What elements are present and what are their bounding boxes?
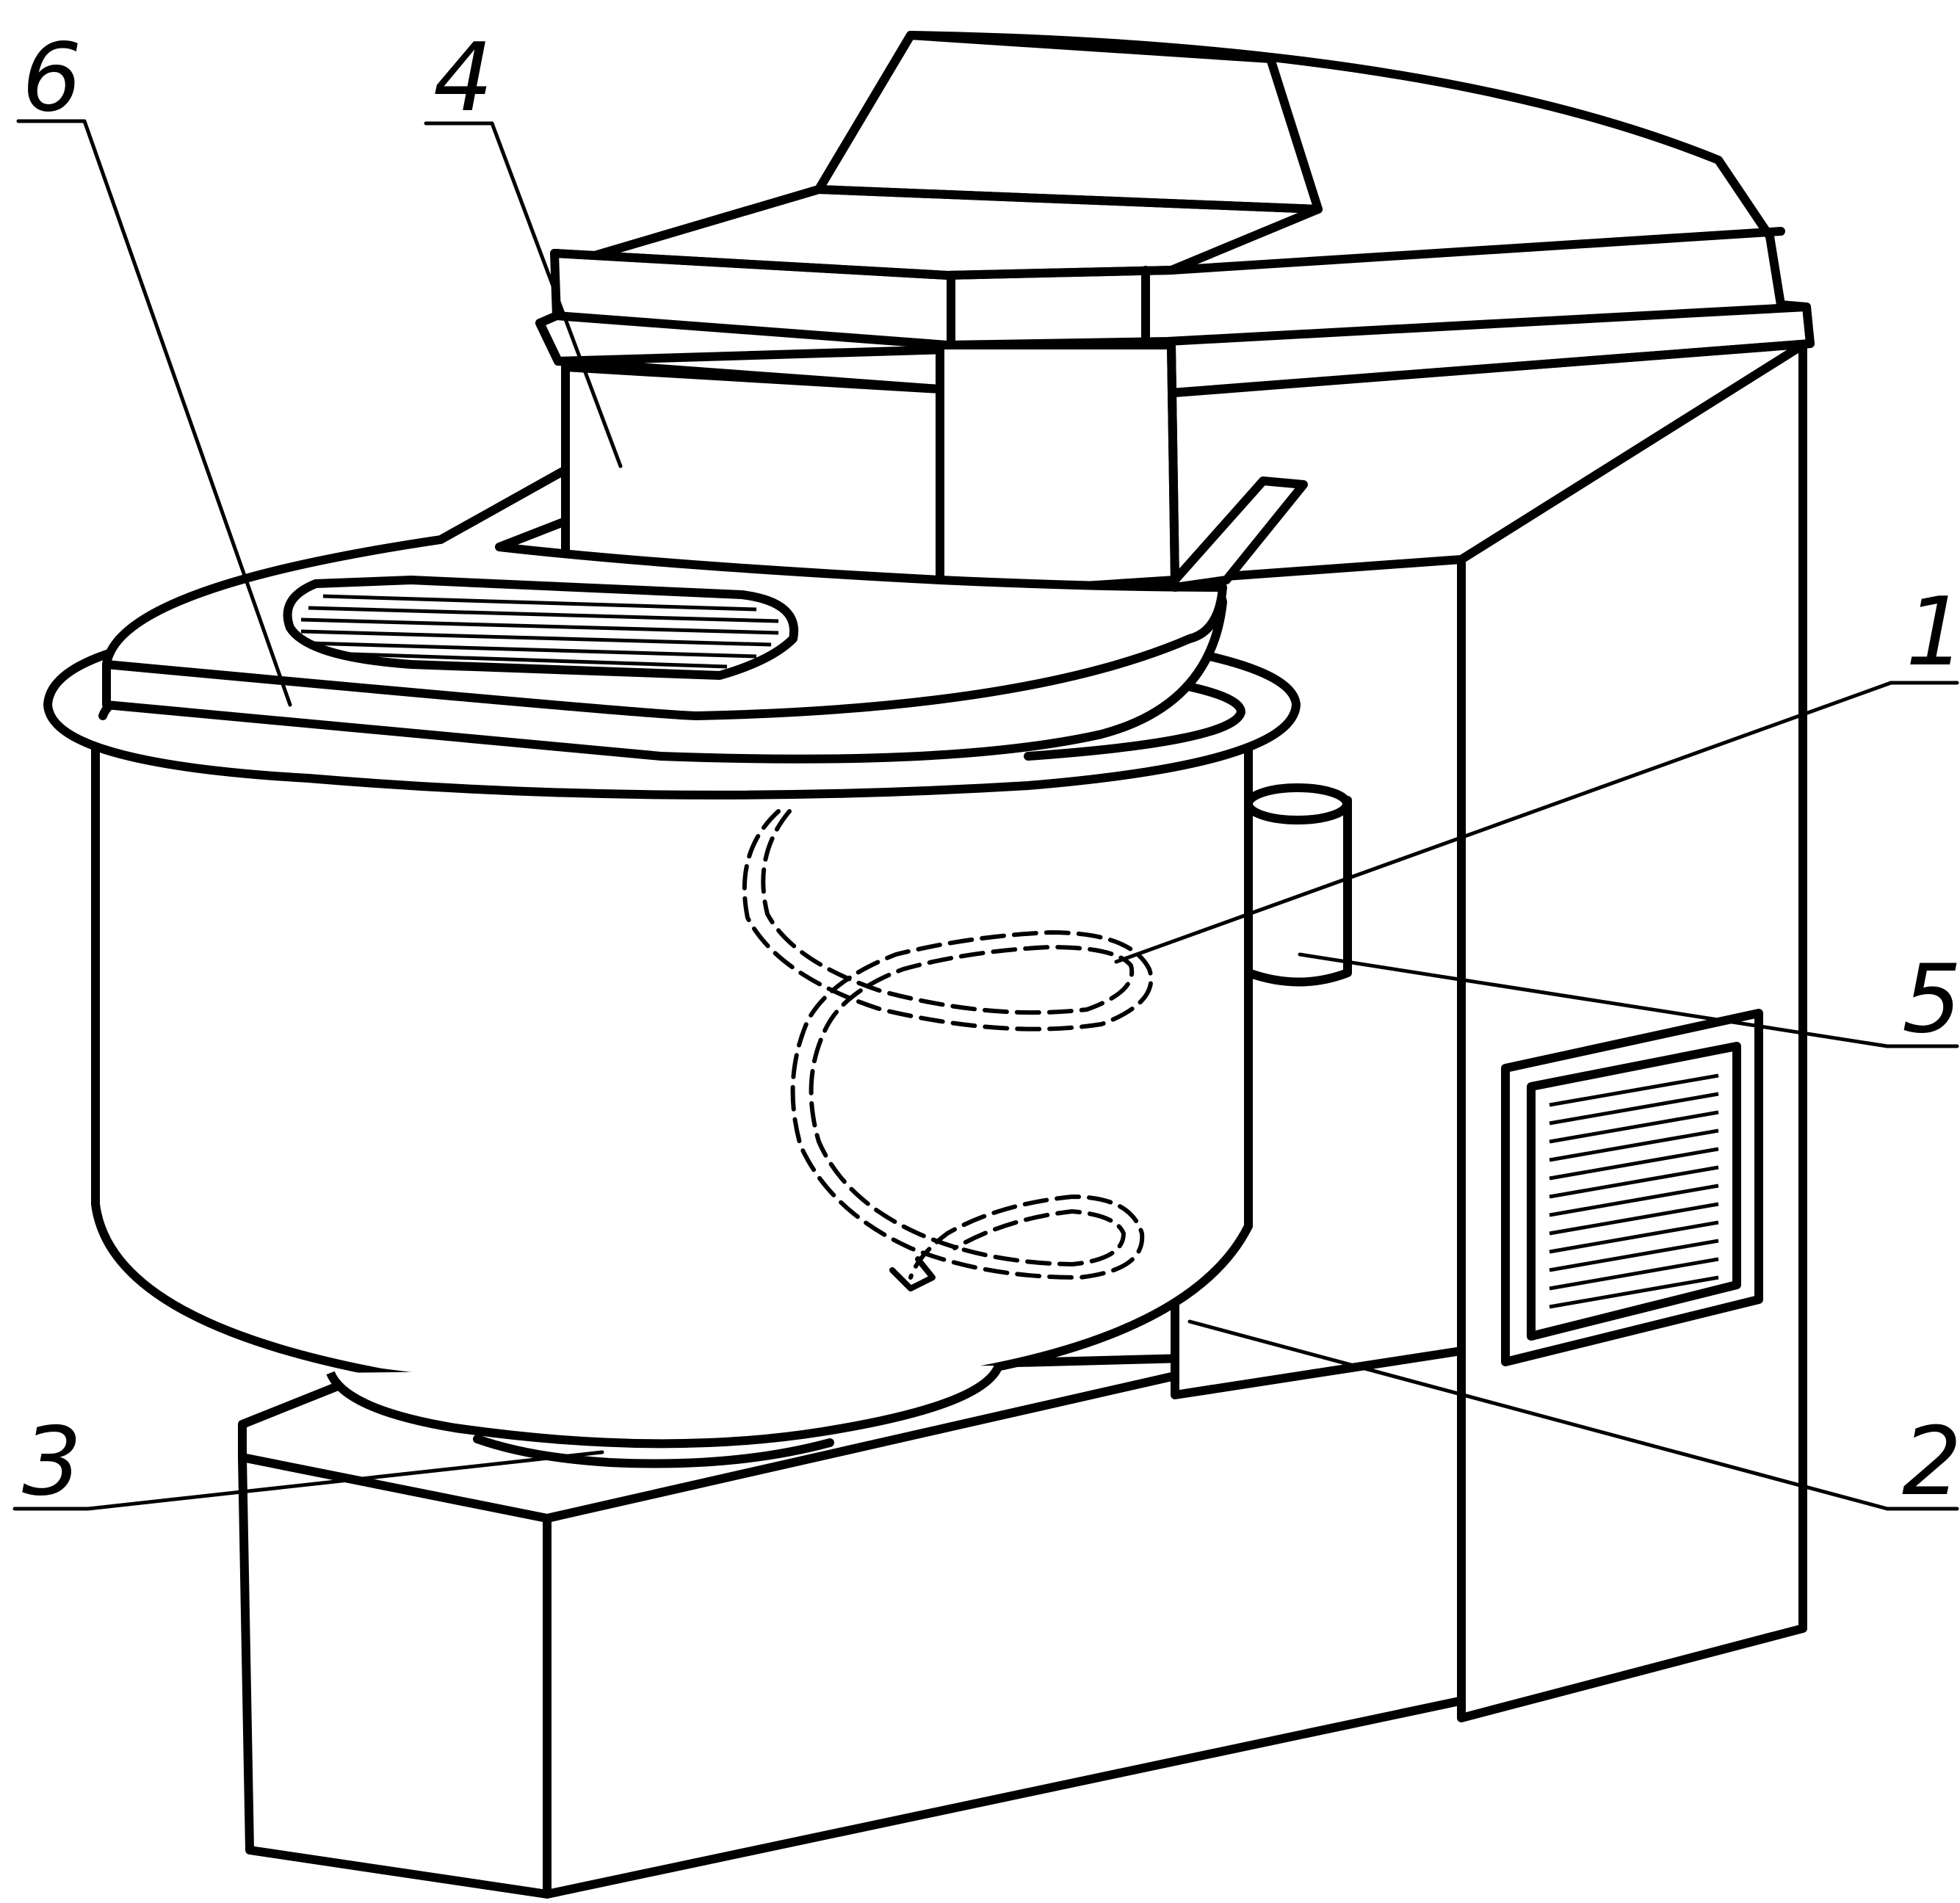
- leader-4: [490, 121, 623, 468]
- mixer-head: [535, 31, 1815, 603]
- leader-6: [82, 119, 292, 707]
- sensor-cylinder: [1244, 783, 1352, 987]
- vent-grille: [1501, 1009, 1763, 1366]
- callout-3: 3: [22, 1407, 82, 1517]
- callout-1: 1: [1906, 578, 1960, 687]
- callout-6: 6: [22, 23, 82, 133]
- callout-4: 4: [433, 23, 493, 133]
- leader-5: [1298, 952, 1890, 1048]
- lid: [102, 465, 1308, 764]
- leader-lines: [12, 119, 1959, 1511]
- callout-5: 5: [1902, 945, 1960, 1054]
- callout-2: 2: [1902, 1407, 1960, 1517]
- spiral-hook: [742, 809, 1154, 1291]
- leader-2: [1187, 1319, 1890, 1511]
- callouts: 1 2 3 4 5 6: [22, 23, 1960, 1517]
- leader-1: [1114, 681, 1893, 964]
- leader-3: [86, 1450, 604, 1511]
- gear-housing: [561, 341, 1179, 599]
